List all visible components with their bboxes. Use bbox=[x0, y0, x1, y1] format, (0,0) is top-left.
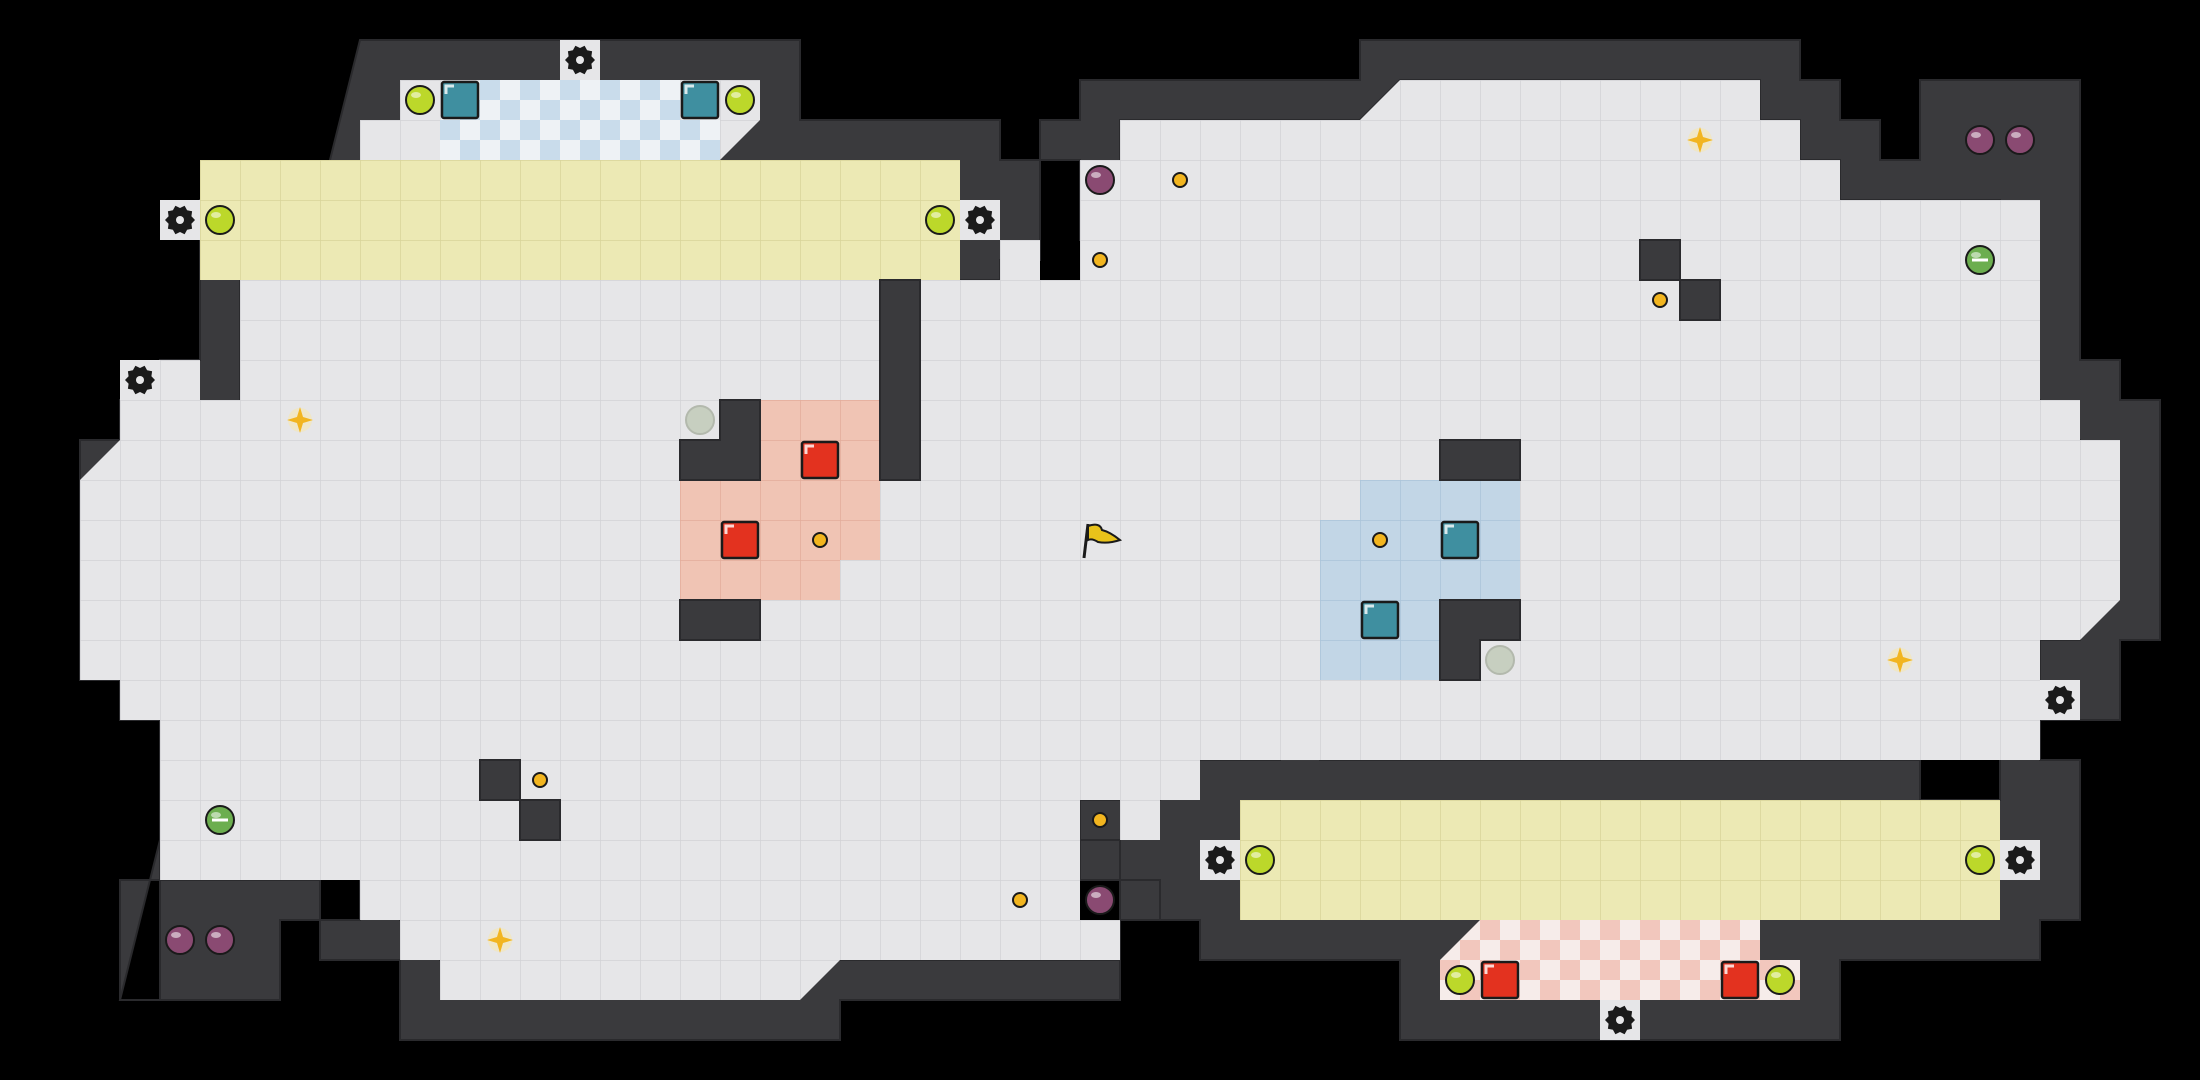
orb-icon bbox=[1085, 885, 1115, 915]
block-icon bbox=[720, 520, 760, 560]
block-icon bbox=[1360, 600, 1400, 640]
block-icon bbox=[680, 80, 720, 120]
orb-icon bbox=[1765, 965, 1795, 995]
sparkle-icon bbox=[1687, 127, 1713, 153]
interior-walls bbox=[479, 239, 1721, 841]
sparkle-icon bbox=[287, 407, 313, 433]
orb-icon bbox=[925, 205, 955, 235]
orb-icon bbox=[2005, 125, 2035, 155]
coin-icon bbox=[1172, 172, 1188, 188]
yellow-zone-bottom bbox=[1240, 800, 2000, 920]
orb-icon bbox=[205, 205, 235, 235]
checker-red-alcove bbox=[1440, 920, 1800, 1000]
block-icon bbox=[800, 440, 840, 480]
orb-icon bbox=[1965, 845, 1995, 875]
markers bbox=[120, 40, 2080, 1040]
gear-icon bbox=[160, 200, 200, 240]
coin-icon bbox=[1372, 532, 1388, 548]
gear-icon bbox=[960, 200, 1000, 240]
orb-icon bbox=[405, 85, 435, 115]
yellow-zone-top bbox=[200, 160, 960, 280]
orb-icon bbox=[205, 925, 235, 955]
orb-icon bbox=[725, 85, 755, 115]
coin-icon bbox=[1092, 812, 1108, 828]
orb-icon bbox=[1965, 245, 1995, 275]
checker-blue-alcove bbox=[440, 80, 720, 160]
gear-icon bbox=[2040, 680, 2080, 720]
flag-icon bbox=[1082, 523, 1123, 559]
orb-icon bbox=[1445, 965, 1475, 995]
gear-icon bbox=[1600, 1000, 1640, 1040]
coin-icon bbox=[1012, 892, 1028, 908]
coin-icon bbox=[1092, 252, 1108, 268]
orb-icon bbox=[205, 805, 235, 835]
orb-icon bbox=[1085, 165, 1115, 195]
sparkle-icon bbox=[1887, 647, 1913, 673]
gear-icon bbox=[120, 360, 160, 400]
pale-orb-icon bbox=[1485, 645, 1515, 675]
block-icon bbox=[1720, 960, 1760, 1000]
gear-icon bbox=[560, 40, 600, 80]
gear-icon bbox=[1200, 840, 1240, 880]
orb-icon bbox=[165, 925, 195, 955]
coin-icon bbox=[1652, 292, 1668, 308]
orb-icon bbox=[1965, 125, 1995, 155]
pale-orb-icon bbox=[685, 405, 715, 435]
sparkle-icon bbox=[487, 927, 513, 953]
gear-icon bbox=[2000, 840, 2040, 880]
coin-icon bbox=[532, 772, 548, 788]
block-icon bbox=[1480, 960, 1520, 1000]
orb-icon bbox=[1245, 845, 1275, 875]
block-icon bbox=[440, 80, 480, 120]
coin-icon bbox=[812, 532, 828, 548]
block-icon bbox=[1440, 520, 1480, 560]
